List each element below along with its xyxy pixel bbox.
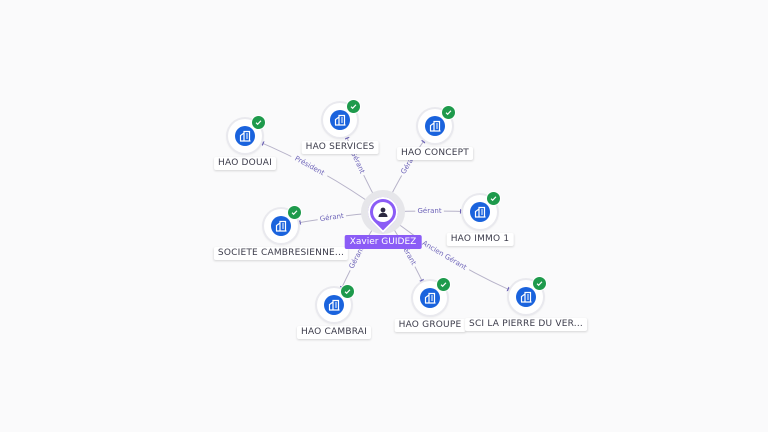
company-label[interactable]: SOCIETE CAMBRESIENNE...	[213, 247, 349, 260]
company-label[interactable]: HAO DOUAI	[214, 157, 276, 170]
relation-label-background	[346, 242, 368, 273]
relation-label-background	[347, 147, 368, 178]
verified-check-icon	[287, 205, 302, 220]
relation-arrow-icon	[259, 141, 265, 147]
company-building-icon	[425, 116, 445, 136]
verified-check-icon	[436, 277, 451, 292]
relation-label-hao-immo-1: Gérant	[418, 207, 442, 215]
company-building-icon	[271, 216, 291, 236]
company-node-circle[interactable]	[317, 284, 355, 322]
company-label[interactable]: HAO SERVICES	[301, 141, 379, 154]
verified-check-icon	[346, 99, 361, 114]
company-label[interactable]: HAO CAMBRAI	[297, 326, 371, 339]
company-label[interactable]: HAO IMMO 1	[446, 233, 514, 246]
company-label[interactable]: HAO CONCEPT	[397, 147, 473, 160]
relation-label-background	[415, 206, 444, 216]
company-node-circle[interactable]	[418, 105, 456, 143]
company-node-circle[interactable]	[264, 205, 302, 243]
relation-label-background	[417, 236, 472, 274]
company-building-icon	[516, 287, 536, 307]
relation-arrow-icon	[459, 208, 464, 214]
company-node-circle[interactable]	[413, 277, 451, 315]
company-label[interactable]: HAO GROUPE	[394, 319, 466, 332]
relation-label-background	[289, 152, 330, 180]
company-node-circle[interactable]	[323, 99, 361, 137]
company-node-circle[interactable]	[463, 191, 501, 229]
person-name-label[interactable]: Xavier GUIDEZ	[344, 235, 422, 249]
company-node-circle[interactable]	[228, 115, 266, 153]
person-icon	[373, 202, 393, 222]
verified-check-icon	[486, 191, 501, 206]
company-building-icon	[470, 202, 490, 222]
company-building-icon	[235, 126, 255, 146]
relation-label-societe-cambresienne: Gérant	[319, 212, 344, 223]
verified-check-icon	[532, 276, 547, 291]
relation-label-background	[317, 211, 347, 224]
relation-arrow-icon	[421, 138, 426, 144]
company-node-circle[interactable]	[509, 276, 547, 314]
verified-check-icon	[340, 284, 355, 299]
relation-arrow-icon	[344, 134, 350, 140]
verified-check-icon	[251, 115, 266, 130]
company-building-icon	[330, 110, 350, 130]
verified-check-icon	[441, 105, 456, 120]
company-building-icon	[420, 288, 440, 308]
relation-arrow-icon	[296, 219, 302, 225]
relation-label-hao-douai: Président	[293, 154, 326, 177]
company-label[interactable]: SCI LA PIERRE DU VER...	[465, 318, 587, 331]
company-building-icon	[324, 295, 344, 315]
